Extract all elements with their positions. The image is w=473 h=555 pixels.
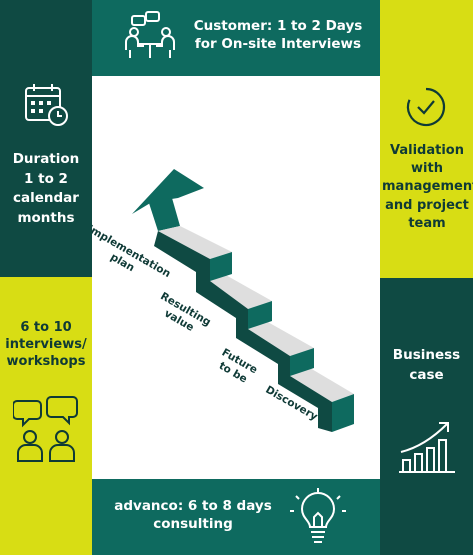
step-riser-3 [248, 301, 272, 329]
step-tread-2 [242, 321, 314, 356]
step-riser-2 [290, 348, 314, 376]
right-top-panel: Validation with management and project t… [380, 0, 473, 278]
top-panel: Customer: 1 to 2 Days for On-site Interv… [92, 0, 380, 76]
top-panel-text: Customer: 1 to 2 Days for On-site Interv… [193, 18, 363, 52]
lightbulb-icon [288, 487, 348, 547]
arrow-shaft [148, 198, 180, 231]
step-riser-4 [210, 252, 232, 281]
stair-side-face [154, 231, 332, 432]
left-top-panel: Duration 1 to 2 calendar months [0, 0, 92, 277]
meeting-icon [122, 10, 178, 62]
right-bottom-text: Business case [392, 347, 461, 383]
left-bottom-text: 6 to 10 interviews/ workshops [5, 320, 87, 369]
right-bottom-panel: Business case [380, 278, 473, 555]
step-tread-4 [158, 226, 232, 259]
calendar-clock-icon [23, 82, 69, 128]
step-label-future: Futureto be [213, 346, 259, 387]
step-label-resulting-value: Resultingvalue [152, 290, 213, 340]
staircase-diagram: Implementationplan Resultingvalue Future… [92, 169, 354, 432]
growth-chart-icon [397, 418, 457, 476]
left-bottom-panel: 6 to 10 interviews/ workshops [0, 277, 92, 555]
check-circle-icon [404, 85, 448, 129]
bottom-panel: advanco: 6 to 8 days consulting [92, 479, 380, 555]
left-top-text: Duration 1 to 2 calendar months [12, 151, 80, 226]
bottom-panel-text: advanco: 6 to 8 days consulting [114, 498, 272, 532]
people-discussion-icon [13, 395, 79, 463]
step-tread-1 [288, 368, 354, 402]
step-tread-3 [198, 274, 272, 309]
right-top-text: Validation with management and project t… [382, 143, 473, 231]
step-riser-1 [332, 394, 354, 432]
